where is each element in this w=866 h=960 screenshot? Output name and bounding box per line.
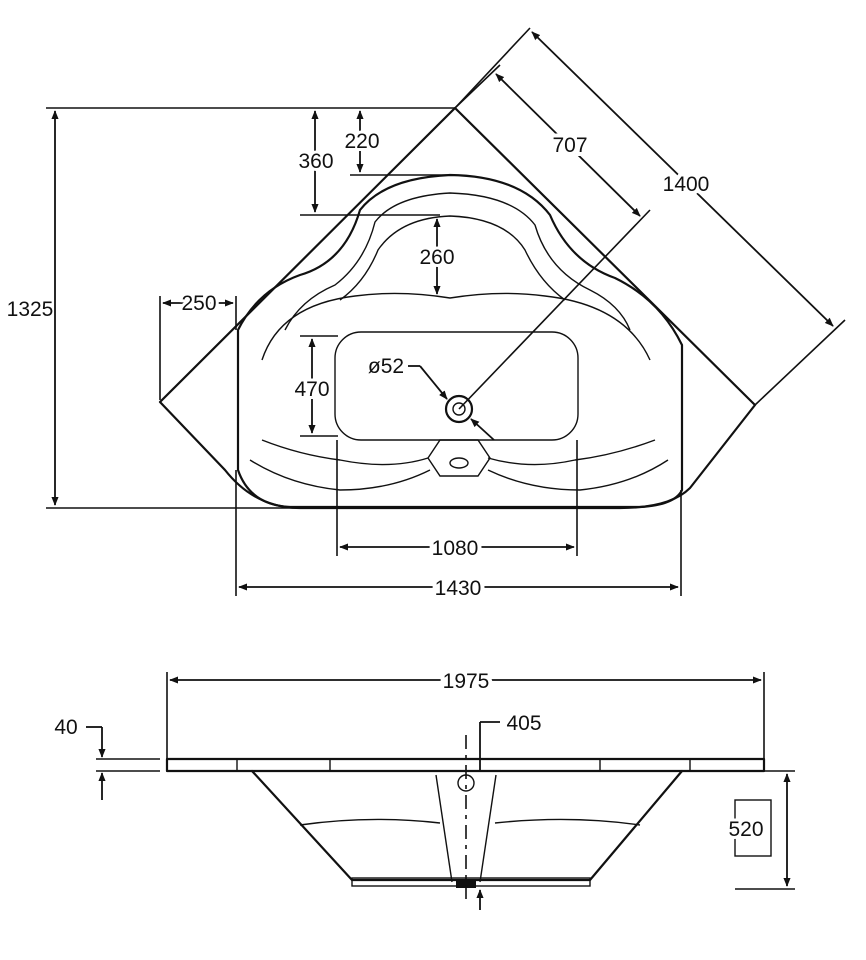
- basin-contour-right: [494, 818, 641, 826]
- overflow-pipe-right: [479, 774, 497, 883]
- waste-outlet: [456, 880, 476, 888]
- drain-bay: [427, 439, 491, 477]
- dim-label-220: 220: [344, 130, 379, 153]
- dim-label-405: 405: [506, 712, 541, 735]
- plan-view: 1325 360 220 260 250 470 ø52 1080: [7, 27, 846, 604]
- dim-label-470: 470: [294, 378, 329, 401]
- basin-contour-left: [299, 818, 441, 826]
- dim-label-1975: 1975: [443, 670, 490, 693]
- basin-floor: [334, 331, 579, 441]
- tub-body: [250, 769, 684, 882]
- dim-label-360: 360: [298, 150, 333, 173]
- dim-label-707: 707: [552, 134, 587, 157]
- dim-line-1400: [531, 31, 834, 327]
- dim-label-1080: 1080: [432, 537, 479, 560]
- overflow-pipe-left: [435, 774, 453, 883]
- headrest-recess: [284, 192, 631, 331]
- dim-label-40: 40: [54, 716, 77, 739]
- seat-curve-left: [261, 439, 429, 466]
- dim-label-520: 520: [728, 818, 763, 841]
- tub-rim-outline: [236, 173, 684, 509]
- dim-label-1430: 1430: [435, 577, 482, 600]
- dim-label-1325: 1325: [7, 298, 54, 321]
- tub-outer-outline: [158, 106, 757, 510]
- drain-inner: [452, 402, 466, 416]
- dim-box-520: [734, 799, 772, 857]
- seat-curve-right: [487, 439, 656, 466]
- dim-label-1400: 1400: [663, 173, 710, 196]
- seat-curve-left-lower: [249, 459, 431, 491]
- basin-shoulder: [261, 292, 651, 361]
- dim-label-260: 260: [419, 246, 454, 269]
- side-view: 1975 405 40 520: [54, 666, 795, 910]
- overflow-hole: [449, 457, 469, 469]
- dim-label-250: 250: [181, 292, 216, 315]
- seat-curve-right-lower: [487, 459, 669, 491]
- drain-outer: [444, 394, 474, 424]
- dim-label-diameter: ø52: [368, 355, 404, 378]
